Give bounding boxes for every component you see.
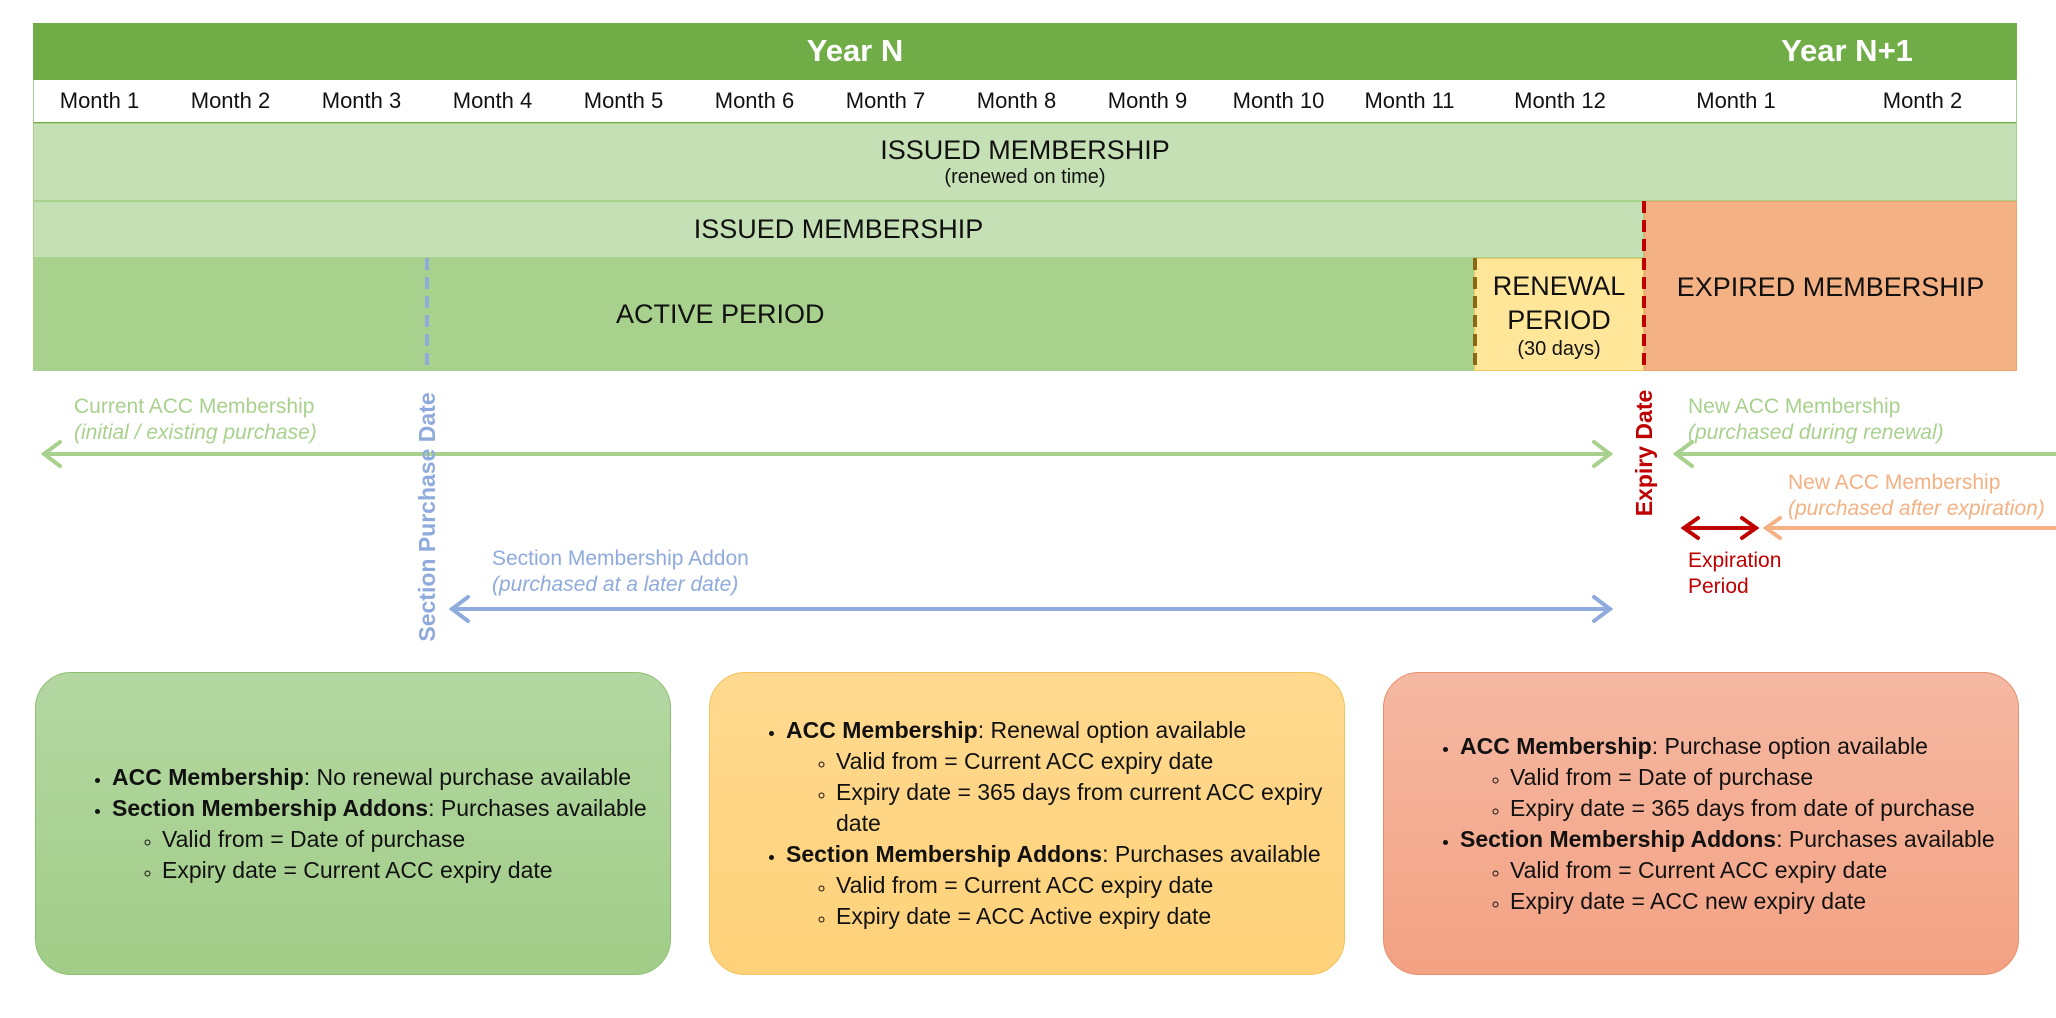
- section-addon-label: Section Membership Addon (purchased at a…: [492, 546, 749, 598]
- section-addon-subtitle: (purchased at a later date): [492, 573, 739, 596]
- new-acc-renewal-arrow: [1672, 440, 2056, 468]
- expired-acc-item: ACC Membership: Purchase option availabl…: [1460, 731, 1995, 824]
- section-addon-arrow: [448, 595, 1614, 623]
- active-section-valid-from: Valid from = Date of purchase: [162, 824, 647, 855]
- month-cell: Month 4: [452, 88, 533, 113]
- current-acc-subtitle: (initial / existing purchase): [74, 421, 317, 444]
- month-cell: Month 3: [321, 88, 402, 113]
- new-acc-expired-title: New ACC Membership: [1788, 471, 2001, 494]
- month-cell: Month 6: [714, 88, 795, 113]
- expiration-period-arrow: [1680, 516, 1760, 540]
- new-acc-renewal-subtitle: (purchased during renewal): [1688, 421, 1944, 444]
- expiration-period-label: Expiration Period: [1688, 548, 1781, 600]
- renewal-period-card: ACC Membership: Renewal option available…: [709, 672, 1345, 975]
- renewal-section-item: Section Membership Addons: Purchases ava…: [786, 839, 1324, 932]
- active-acc-item: ACC Membership: No renewal purchase avai…: [112, 762, 647, 793]
- active-card-list: ACC Membership: No renewal purchase avai…: [56, 762, 647, 886]
- expired-label: EXPIRED MEMBERSHIP: [1676, 272, 1985, 302]
- year-n1-label: Year N+1: [1781, 33, 1913, 68]
- months-row: Month 1 Month 2 Month 3 Month 4 Month 5 …: [33, 79, 2017, 123]
- current-acc-arrow: [40, 440, 1614, 468]
- new-acc-expired-subtitle: (purchased after expiration): [1788, 497, 2045, 520]
- year-n1-header: Year N+1: [1677, 23, 2017, 79]
- expired-membership-band: EXPIRED MEMBERSHIP: [1644, 201, 2017, 371]
- active-period-band: ACTIVE PERIOD: [33, 258, 1474, 371]
- year-n-label: Year N: [806, 33, 904, 68]
- renewal-section-expiry: Expiry date = ACC Active expiry date: [836, 901, 1324, 932]
- issued-ontime-title: ISSUED MEMBERSHIP: [880, 135, 1170, 165]
- renewal-label-line1: RENEWAL: [1492, 270, 1626, 301]
- expired-card-list: ACC Membership: Purchase option availabl…: [1404, 731, 1995, 917]
- issued-membership-band: ISSUED MEMBERSHIP: [33, 201, 1644, 258]
- current-acc-title: Current ACC Membership: [74, 395, 315, 418]
- renewal-acc-expiry: Expiry date = 365 days from current ACC …: [836, 777, 1324, 839]
- active-period-card: ACC Membership: No renewal purchase avai…: [35, 672, 671, 975]
- month-cell: Month 9: [1107, 88, 1188, 113]
- current-acc-label: Current ACC Membership (initial / existi…: [74, 394, 317, 446]
- year-n-header: Year N: [33, 23, 1677, 79]
- renewal-section-valid-from: Valid from = Current ACC expiry date: [836, 870, 1324, 901]
- renewal-card-list: ACC Membership: Renewal option available…: [730, 715, 1324, 932]
- expired-section-valid-from: Valid from = Current ACC expiry date: [1510, 855, 1995, 886]
- month-cell: Month 2: [190, 88, 271, 113]
- active-section-expiry: Expiry date = Current ACC expiry date: [162, 855, 647, 886]
- section-purchase-date-label: Section Purchase Date: [413, 392, 440, 642]
- new-acc-renewal-label: New ACC Membership (purchased during ren…: [1688, 394, 1944, 446]
- renewal-acc-valid-from: Valid from = Current ACC expiry date: [836, 746, 1324, 777]
- month-cell: Month 1: [59, 88, 140, 113]
- issued-membership-ontime-band: ISSUED MEMBERSHIP (renewed on time): [33, 123, 2017, 201]
- renewal-acc-item: ACC Membership: Renewal option available…: [786, 715, 1324, 839]
- section-addon-title: Section Membership Addon: [492, 547, 749, 570]
- active-period-label: ACTIVE PERIOD: [616, 299, 825, 329]
- expiry-date-label: Expiry Date: [1630, 389, 1657, 517]
- new-acc-expired-label: New ACC Membership (purchased after expi…: [1788, 470, 2045, 522]
- expired-section-expiry: Expiry date = ACC new expiry date: [1510, 886, 1995, 917]
- month-cell: Month 10: [1232, 88, 1325, 113]
- month-cell: Month 1: [1696, 88, 1776, 113]
- month-cell: Month 11: [1364, 88, 1455, 113]
- expired-section-item: Section Membership Addons: Purchases ava…: [1460, 824, 1995, 917]
- expiration-period-line2: Period: [1688, 575, 1749, 598]
- expiration-period-line1: Expiration: [1688, 549, 1782, 572]
- month-cell: Month 8: [976, 88, 1057, 113]
- month-cell: Month 2: [1882, 88, 1963, 113]
- new-acc-expired-arrow: [1762, 516, 2056, 540]
- renewal-duration: (30 days): [1517, 337, 1601, 360]
- issued-ontime-subtitle: (renewed on time): [944, 166, 1106, 188]
- issued-title: ISSUED MEMBERSHIP: [693, 214, 984, 244]
- renewal-label-line2: PERIOD: [1507, 304, 1611, 335]
- renewal-period-band: RENEWAL PERIOD (30 days): [1474, 258, 1644, 371]
- month-cell: Month 5: [583, 88, 664, 113]
- expired-acc-valid-from: Valid from = Date of purchase: [1510, 762, 1995, 793]
- new-acc-renewal-title: New ACC Membership: [1688, 395, 1901, 418]
- expired-acc-expiry: Expiry date = 365 days from date of purc…: [1510, 793, 1995, 824]
- expired-membership-card: ACC Membership: Purchase option availabl…: [1383, 672, 2019, 975]
- month-cell: Month 12: [1514, 88, 1606, 113]
- month-cell: Month 7: [845, 88, 926, 113]
- active-section-item: Section Membership Addons: Purchases ava…: [112, 793, 647, 886]
